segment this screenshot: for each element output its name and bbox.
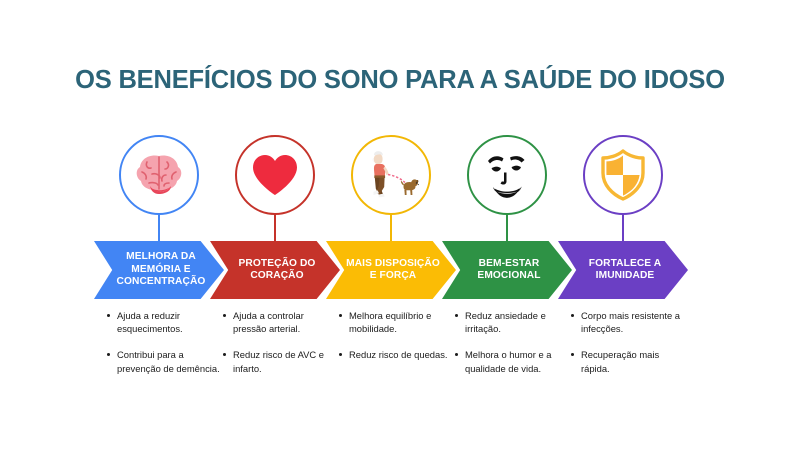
- person-walking-dog-icon: [351, 135, 431, 215]
- smiling-face-icon: [467, 135, 547, 215]
- bullet-list: Ajuda a reduzir esquecimentos. Contribui…: [106, 309, 222, 388]
- list-item: Ajuda a reduzir esquecimentos.: [106, 309, 222, 335]
- bullet-list: Reduz ansiedade e irritação. Melhora o h…: [454, 309, 570, 388]
- connector-stem: [157, 213, 161, 241]
- list-item: Contribui para a prevenção de demência.: [106, 348, 222, 374]
- shield-icon: [583, 135, 663, 215]
- list-item: Melhora equilíbrio e mobilidade.: [338, 309, 454, 335]
- list-item: Corpo mais resistente a infecções.: [570, 309, 686, 335]
- icon-badge: [100, 133, 218, 241]
- list-item: Recuperação mais rápida.: [570, 348, 686, 374]
- banner-imunidade[interactable]: FORTALECE A IMUNIDADE: [558, 241, 688, 299]
- connector-stem: [621, 213, 625, 241]
- benefit-column-coracao: PROTEÇÃO DO CORAÇÃO Ajuda a controlar pr…: [210, 133, 340, 433]
- banner-coracao[interactable]: PROTEÇÃO DO CORAÇÃO: [210, 241, 340, 299]
- bullet-list: Corpo mais resistente a infecções. Recup…: [570, 309, 686, 388]
- banner-label: PROTEÇÃO DO CORAÇÃO: [238, 257, 316, 281]
- page-title: OS BENEFÍCIOS DO SONO PARA A SAÚDE DO ID…: [75, 66, 725, 94]
- benefits-row: MELHORA DA MEMÓRIA E CONCENTRAÇÃO Ajuda …: [94, 133, 700, 433]
- benefit-column-memoria: MELHORA DA MEMÓRIA E CONCENTRAÇÃO Ajuda …: [94, 133, 224, 433]
- banner-disposicao[interactable]: MAIS DISPOSIÇÃO E FORÇA: [326, 241, 456, 299]
- brain-icon: [119, 135, 199, 215]
- circle-outline: [119, 135, 199, 215]
- banner-label: FORTALECE A IMUNIDADE: [588, 257, 662, 281]
- benefit-column-imunidade: FORTALECE A IMUNIDADE Corpo mais resiste…: [558, 133, 688, 433]
- connector-stem: [505, 213, 509, 241]
- list-item: Ajuda a controlar pressão arterial.: [222, 309, 338, 335]
- banner-label: MAIS DISPOSIÇÃO E FORÇA: [346, 257, 440, 281]
- list-item: Melhora o humor e a qualidade de vida.: [454, 348, 570, 374]
- bullet-list: Ajuda a controlar pressão arterial. Redu…: [222, 309, 338, 388]
- icon-badge: [216, 133, 334, 241]
- banner-label: MELHORA DA MEMÓRIA E CONCENTRAÇÃO: [116, 251, 206, 288]
- banner-memoria[interactable]: MELHORA DA MEMÓRIA E CONCENTRAÇÃO: [94, 241, 224, 299]
- heart-icon: [235, 135, 315, 215]
- connector-stem: [273, 213, 277, 241]
- icon-badge: [564, 133, 682, 241]
- benefit-column-disposicao: MAIS DISPOSIÇÃO E FORÇA Melhora equilíbr…: [326, 133, 456, 433]
- icon-badge: [448, 133, 566, 241]
- list-item: Reduz risco de quedas.: [338, 348, 454, 361]
- banner-label: BEM-ESTAR EMOCIONAL: [477, 257, 541, 281]
- bullet-list: Melhora equilíbrio e mobilidade. Reduz r…: [338, 309, 454, 375]
- list-item: Reduz ansiedade e irritação.: [454, 309, 570, 335]
- benefit-column-bem-estar: BEM-ESTAR EMOCIONAL Reduz ansiedade e ir…: [442, 133, 572, 433]
- connector-stem: [389, 213, 393, 241]
- list-item: Reduz risco de AVC e infarto.: [222, 348, 338, 374]
- banner-bem-estar[interactable]: BEM-ESTAR EMOCIONAL: [442, 241, 572, 299]
- icon-badge: [332, 133, 450, 241]
- circle-outline: [467, 135, 547, 215]
